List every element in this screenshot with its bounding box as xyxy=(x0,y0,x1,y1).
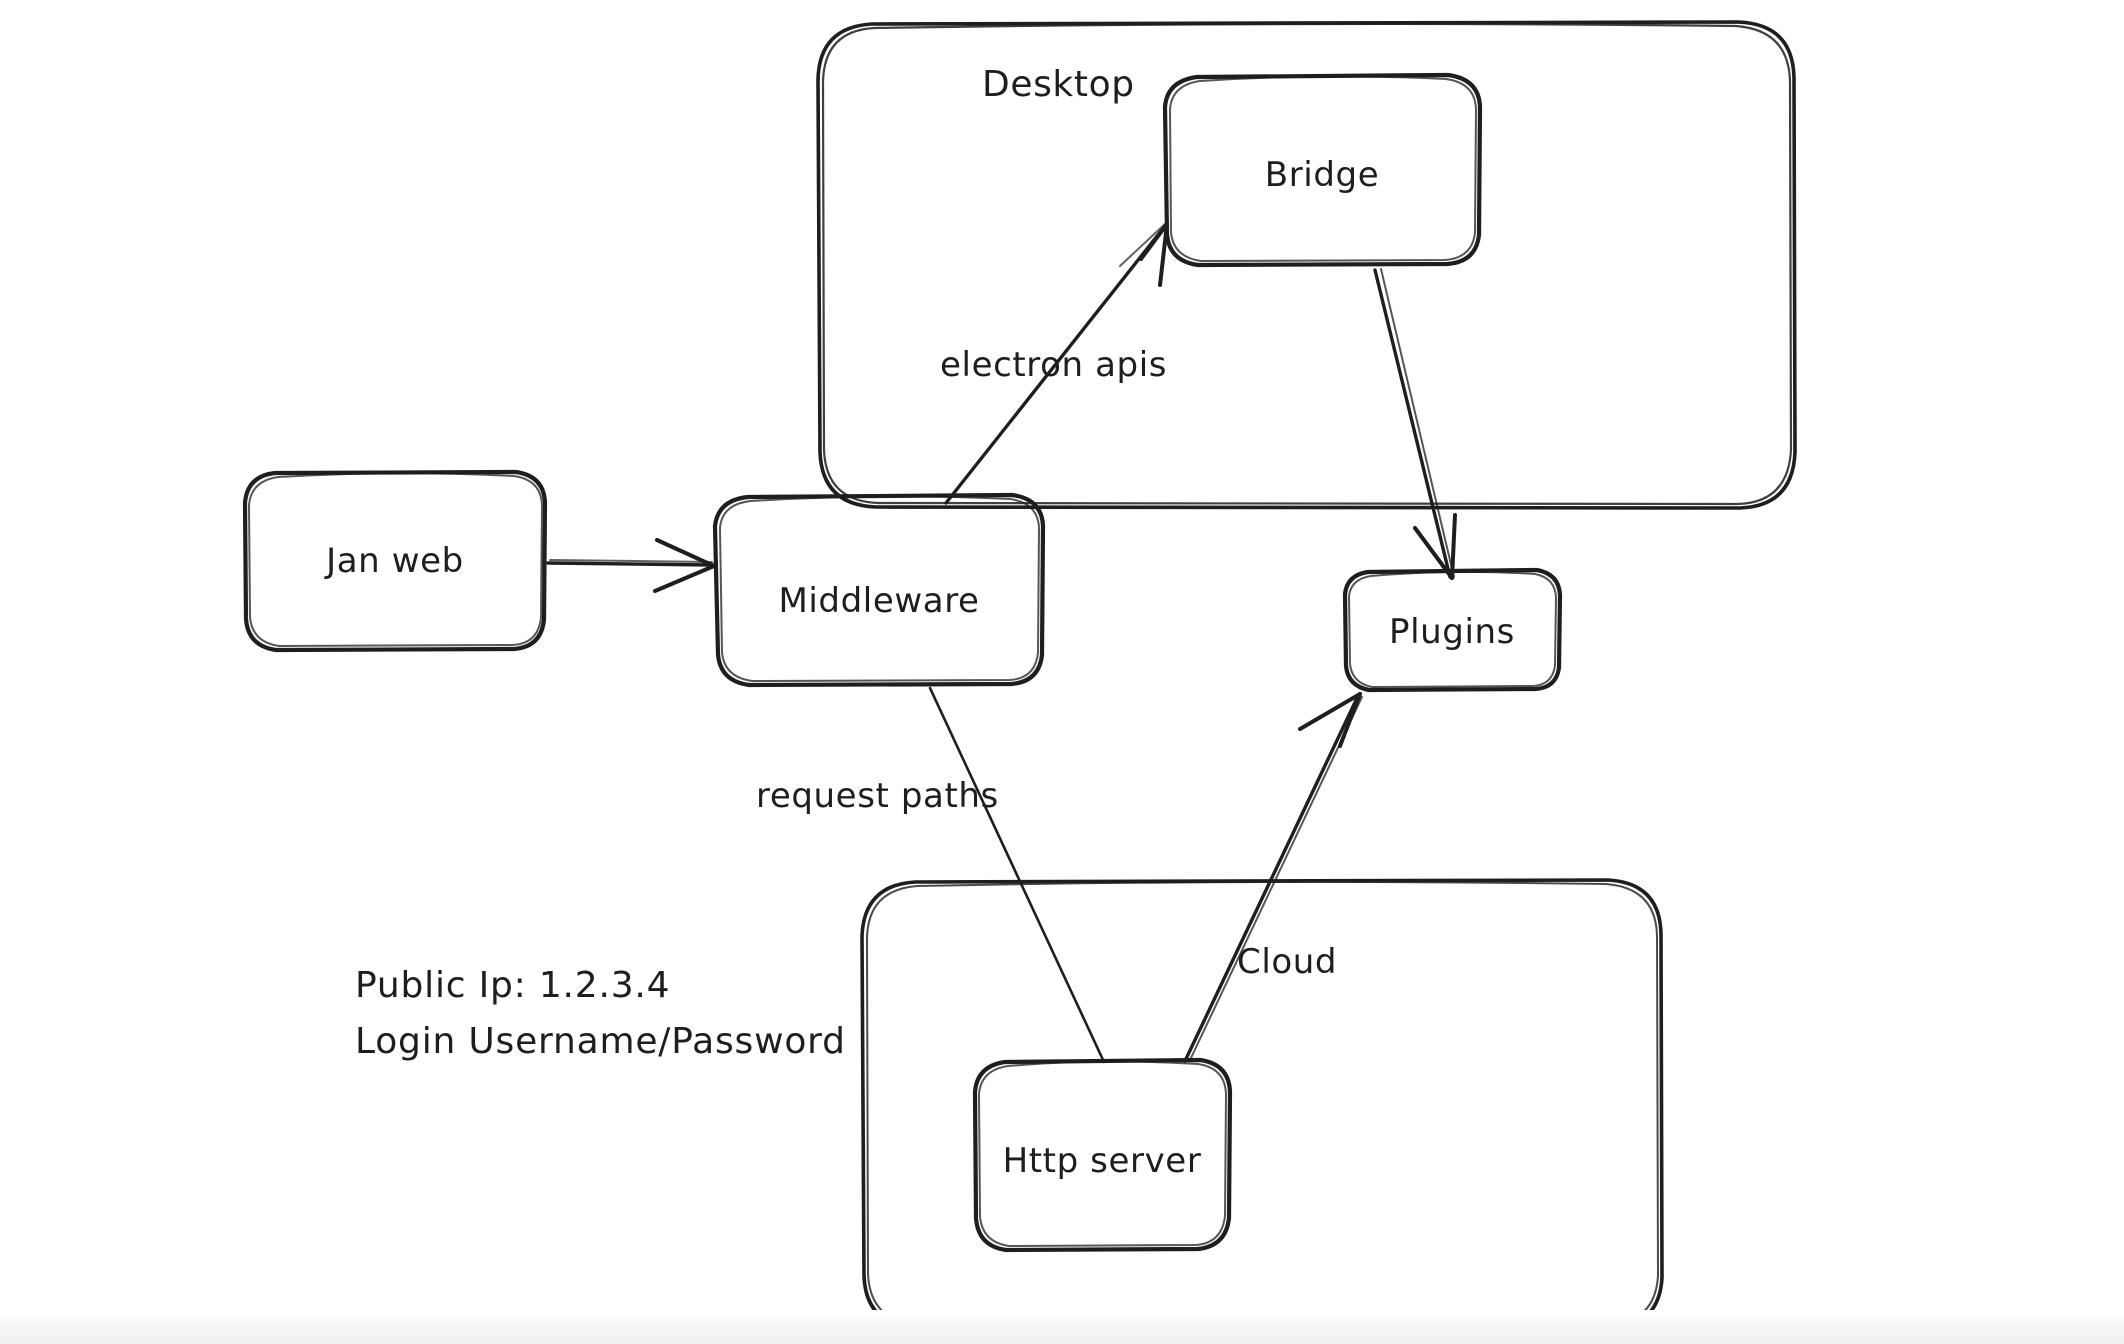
edge-arrowhead-third-middleware-to-bridge xyxy=(1119,222,1167,267)
http-server-box-outline-second-pass xyxy=(978,1060,1227,1247)
http-server-box-outline xyxy=(972,1057,1233,1253)
node-label-http-server: Http server xyxy=(1003,1141,1202,1181)
edge-arrowhead-right-http-server-to-plugins xyxy=(1298,692,1362,731)
node-label-jan-web: Jan web xyxy=(324,541,464,581)
jan-web-box-outline xyxy=(242,469,548,653)
edge-label-electron-apis: electron apis xyxy=(940,345,1167,385)
edge-label-cloud: Cloud xyxy=(1237,942,1337,982)
middleware-box-outline-second-pass xyxy=(719,495,1040,682)
edge-middleware-to-http-server[interactable]: request paths xyxy=(756,686,1106,1064)
bridge-box-outline-second-pass xyxy=(1169,75,1477,262)
node-label-middleware: Middleware xyxy=(778,581,979,621)
note-line-public-ip: Public Ip: 1.2.3.4 xyxy=(355,965,670,1006)
edge-arrowhead-left-middleware-to-bridge xyxy=(1139,222,1169,261)
node-bridge[interactable]: Bridge xyxy=(1162,72,1483,268)
group-label-desktop: Desktop xyxy=(982,64,1135,105)
edge-label-request-paths: request paths xyxy=(756,776,999,816)
middleware-box-outline xyxy=(712,492,1046,688)
node-middleware[interactable]: Middleware xyxy=(712,492,1046,688)
edge-line-second-pass-http-server-to-plugins xyxy=(1189,696,1363,1061)
edge-http-server-to-plugins[interactable]: Cloud xyxy=(1183,692,1363,1063)
edge-line-http-server-to-plugins xyxy=(1183,694,1360,1063)
cloud-group-outline-second-pass xyxy=(866,880,1659,1327)
node-plugins[interactable]: Plugins xyxy=(1342,567,1563,693)
edge-line-jan-to-middleware xyxy=(546,561,715,567)
edge-arrowhead-lower-jan-to-middleware xyxy=(653,564,716,593)
connection-note[interactable]: Public Ip: 1.2.3.4 Login Username/Passwo… xyxy=(355,965,846,1062)
edge-line-bridge-to-plugins xyxy=(1373,268,1452,579)
group-desktop[interactable]: Desktop xyxy=(816,20,1797,510)
edge-line-middleware-to-bridge xyxy=(944,224,1167,505)
edge-arrowhead-right-middleware-to-bridge xyxy=(1158,222,1169,287)
edge-bridge-to-plugins[interactable] xyxy=(1373,268,1457,580)
bridge-box-outline xyxy=(1162,72,1483,268)
edge-arrowhead-left-http-server-to-plugins xyxy=(1338,692,1362,748)
edge-arrowhead-right-bridge-to-plugins xyxy=(1450,513,1457,580)
edge-arrowhead-left-bridge-to-plugins xyxy=(1413,526,1454,580)
desktop-group-outline xyxy=(816,20,1797,510)
edge-jan-to-middleware[interactable] xyxy=(546,538,716,593)
desktop-group-outline-second-pass xyxy=(821,22,1793,506)
plugins-box-outline xyxy=(1342,567,1563,693)
node-http-server[interactable]: Http server xyxy=(972,1057,1233,1253)
edge-middleware-to-bridge[interactable]: electron apis xyxy=(940,222,1169,505)
edge-line-second-pass-bridge-to-plugins xyxy=(1380,268,1455,578)
plugins-box-outline-second-pass xyxy=(1348,570,1557,688)
note-line-login: Login Username/Password xyxy=(355,1021,846,1062)
node-label-plugins: Plugins xyxy=(1389,612,1515,652)
node-jan-web[interactable]: Jan web xyxy=(242,469,548,653)
edge-line-middleware-to-http-server xyxy=(928,686,1106,1064)
jan-web-box-outline-second-pass xyxy=(248,472,543,647)
edge-line-second-pass-jan-to-middleware xyxy=(549,559,713,563)
node-label-bridge: Bridge xyxy=(1265,155,1379,195)
